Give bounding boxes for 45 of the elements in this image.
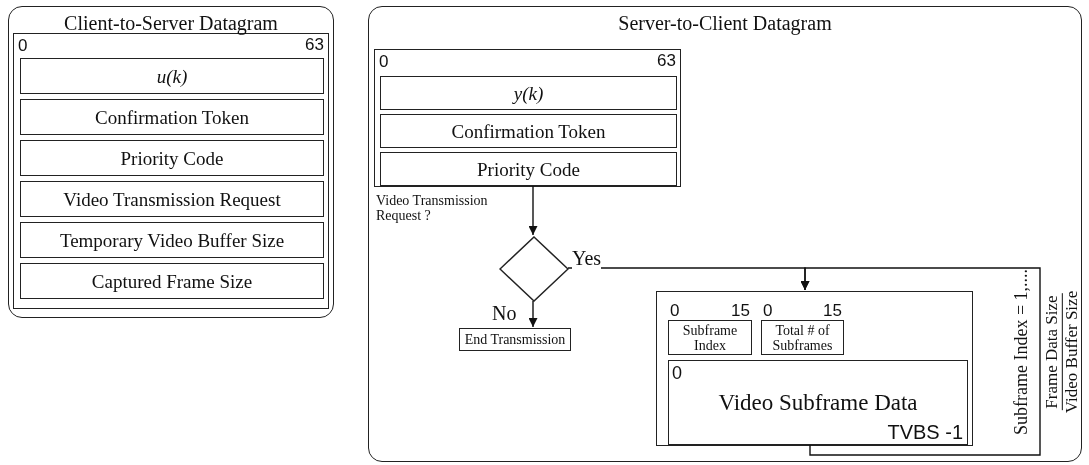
datagram-panel [368, 6, 1082, 462]
packet-field [380, 152, 677, 186]
field-label: Total # of Subframes [771, 323, 834, 354]
bit-number: 0 [670, 302, 680, 319]
packet-field [668, 360, 968, 445]
bit-number: 15 [823, 302, 842, 319]
arrow [528, 185, 538, 236]
field-label: Video Transmission Request [62, 189, 282, 209]
field-label: Priority Code [119, 148, 225, 168]
packet-field [20, 99, 324, 135]
packet-field [380, 76, 677, 110]
packet-field [20, 181, 324, 217]
field-label: End Transmission [463, 332, 567, 347]
fraction-numerator: Frame Data Size [1042, 293, 1063, 411]
packet-frame [656, 291, 973, 446]
field-label: Video Subframe Data [717, 391, 919, 414]
bit-number: 0 [672, 364, 682, 382]
packet-field [20, 263, 324, 299]
bit-number: 63 [657, 52, 676, 69]
field-label: Subframe Index [681, 323, 739, 354]
field-label: Priority Code [476, 159, 581, 179]
field-label: Confirmation Token [94, 107, 250, 127]
datagram-title: Server-to-Client Datagram [617, 13, 833, 33]
bit-number: 0 [763, 302, 773, 319]
packet-field [20, 140, 324, 176]
decision-diamond [499, 236, 569, 302]
packet-field [380, 114, 677, 148]
field-label: Temporary Video Buffer Size [58, 230, 286, 250]
edge-label: Subframe Index = 1,.... [1012, 268, 1032, 436]
fraction-denominator: Video Buffer Size [1062, 289, 1082, 416]
packet-field [20, 58, 324, 94]
bit-number: 15 [731, 302, 750, 319]
packet-field [20, 222, 324, 258]
arrow [528, 300, 538, 328]
field-label: Captured Frame Size [90, 271, 254, 291]
datagram-title: Client-to-Server Datagram [63, 13, 279, 33]
field-label: u(k) [155, 66, 189, 86]
arrow [800, 267, 1041, 456]
field-label: TVBS -1 [887, 422, 963, 442]
packet-frame [374, 49, 681, 187]
bit-number: 0 [18, 37, 28, 54]
bit-number: 63 [305, 36, 324, 53]
field-label: y(k) [511, 83, 545, 103]
field-label: Confirmation Token [450, 121, 607, 141]
bit-number: 0 [379, 53, 389, 70]
